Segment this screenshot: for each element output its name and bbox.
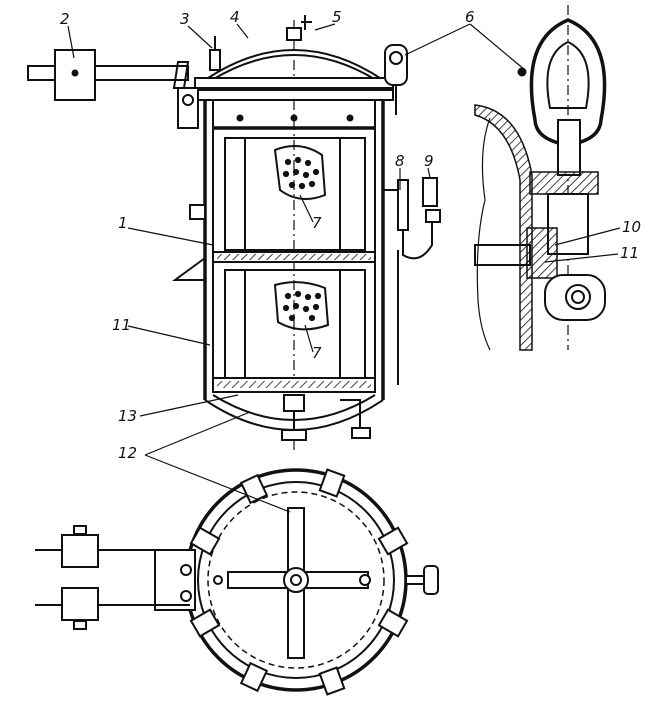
lid-inner-circle [197, 481, 395, 679]
lock-bolt-detail [557, 119, 581, 176]
upper-perforations [282, 156, 320, 190]
upper-perforated-plate [273, 145, 327, 200]
middle-divider-hatch [217, 254, 371, 260]
counterweight-pivot [71, 69, 79, 77]
upper-counterweight [61, 534, 99, 568]
label-6: 6 [465, 8, 475, 26]
hinge-pin-plan [213, 575, 223, 585]
label-10: 10 [622, 218, 641, 236]
label-8: 8 [395, 152, 405, 170]
side-drain [340, 399, 361, 430]
bolt [290, 114, 298, 122]
side-view [27, 15, 441, 450]
plan-view [35, 468, 439, 696]
body-flange [194, 89, 394, 101]
label-4: 4 [230, 8, 240, 26]
bottom-plate-hatch [217, 381, 371, 388]
bracket-pin [180, 590, 192, 602]
label-7-upper: 7 [312, 214, 322, 232]
label-3: 3 [180, 10, 190, 28]
side-drain-outlet [351, 427, 371, 439]
upper-basket [224, 137, 366, 251]
label-5: 5 [332, 8, 342, 26]
detail-wall-section [474, 104, 533, 351]
drain-outlet [281, 429, 307, 441]
leader-lines [67, 23, 621, 513]
lock-eye [389, 51, 403, 65]
part-labels: 2 3 4 5 6 1 7 8 9 10 11 11 7 13 12 [60, 8, 641, 462]
bracket-pin [180, 564, 192, 576]
wall-fitting [189, 204, 206, 220]
gasket-circle [207, 491, 385, 669]
lid-dome-inner [211, 54, 377, 81]
cross-end-bolt [359, 574, 371, 586]
lid-knob [423, 565, 439, 595]
gasket-section [526, 227, 558, 279]
lock-nut [529, 171, 599, 195]
gauge-loop [402, 220, 433, 260]
lower-perforations [282, 290, 322, 322]
lower-basket [224, 269, 366, 379]
lock-ring-inner [546, 40, 590, 109]
perimeter-clamps [189, 468, 409, 696]
lid-flange [194, 77, 394, 89]
safety-valve [286, 27, 302, 41]
detail-break-line [476, 117, 491, 351]
gauge-head [422, 177, 438, 207]
label-11-detail: 11 [620, 244, 639, 262]
counterweight-screw [73, 620, 87, 630]
counterweight-screw [73, 525, 87, 535]
bolt [346, 114, 354, 122]
label-13: 13 [118, 407, 137, 425]
label-7-lower: 7 [312, 344, 322, 362]
support-bracket [171, 257, 206, 281]
gauge-valve [425, 209, 441, 223]
eye-hole [565, 284, 591, 310]
drain-valve [283, 394, 305, 412]
hinge-pin [182, 94, 194, 106]
lid-dome-outer [204, 49, 384, 81]
eye-pin [571, 290, 585, 304]
center-hub-bolt [290, 574, 302, 586]
label-2: 2 [60, 10, 70, 28]
lower-counterweight [61, 587, 99, 621]
label-9: 9 [424, 152, 434, 170]
label-11-side: 11 [112, 316, 131, 334]
bolt [236, 114, 244, 122]
lock-detail-view [474, 5, 607, 351]
lower-perforated-plate [273, 281, 330, 331]
label-12: 12 [118, 444, 137, 462]
lid-rim-section [474, 244, 531, 266]
handle-arm [27, 65, 189, 81]
label-1: 1 [118, 214, 128, 232]
pressure-fitting [209, 49, 221, 71]
